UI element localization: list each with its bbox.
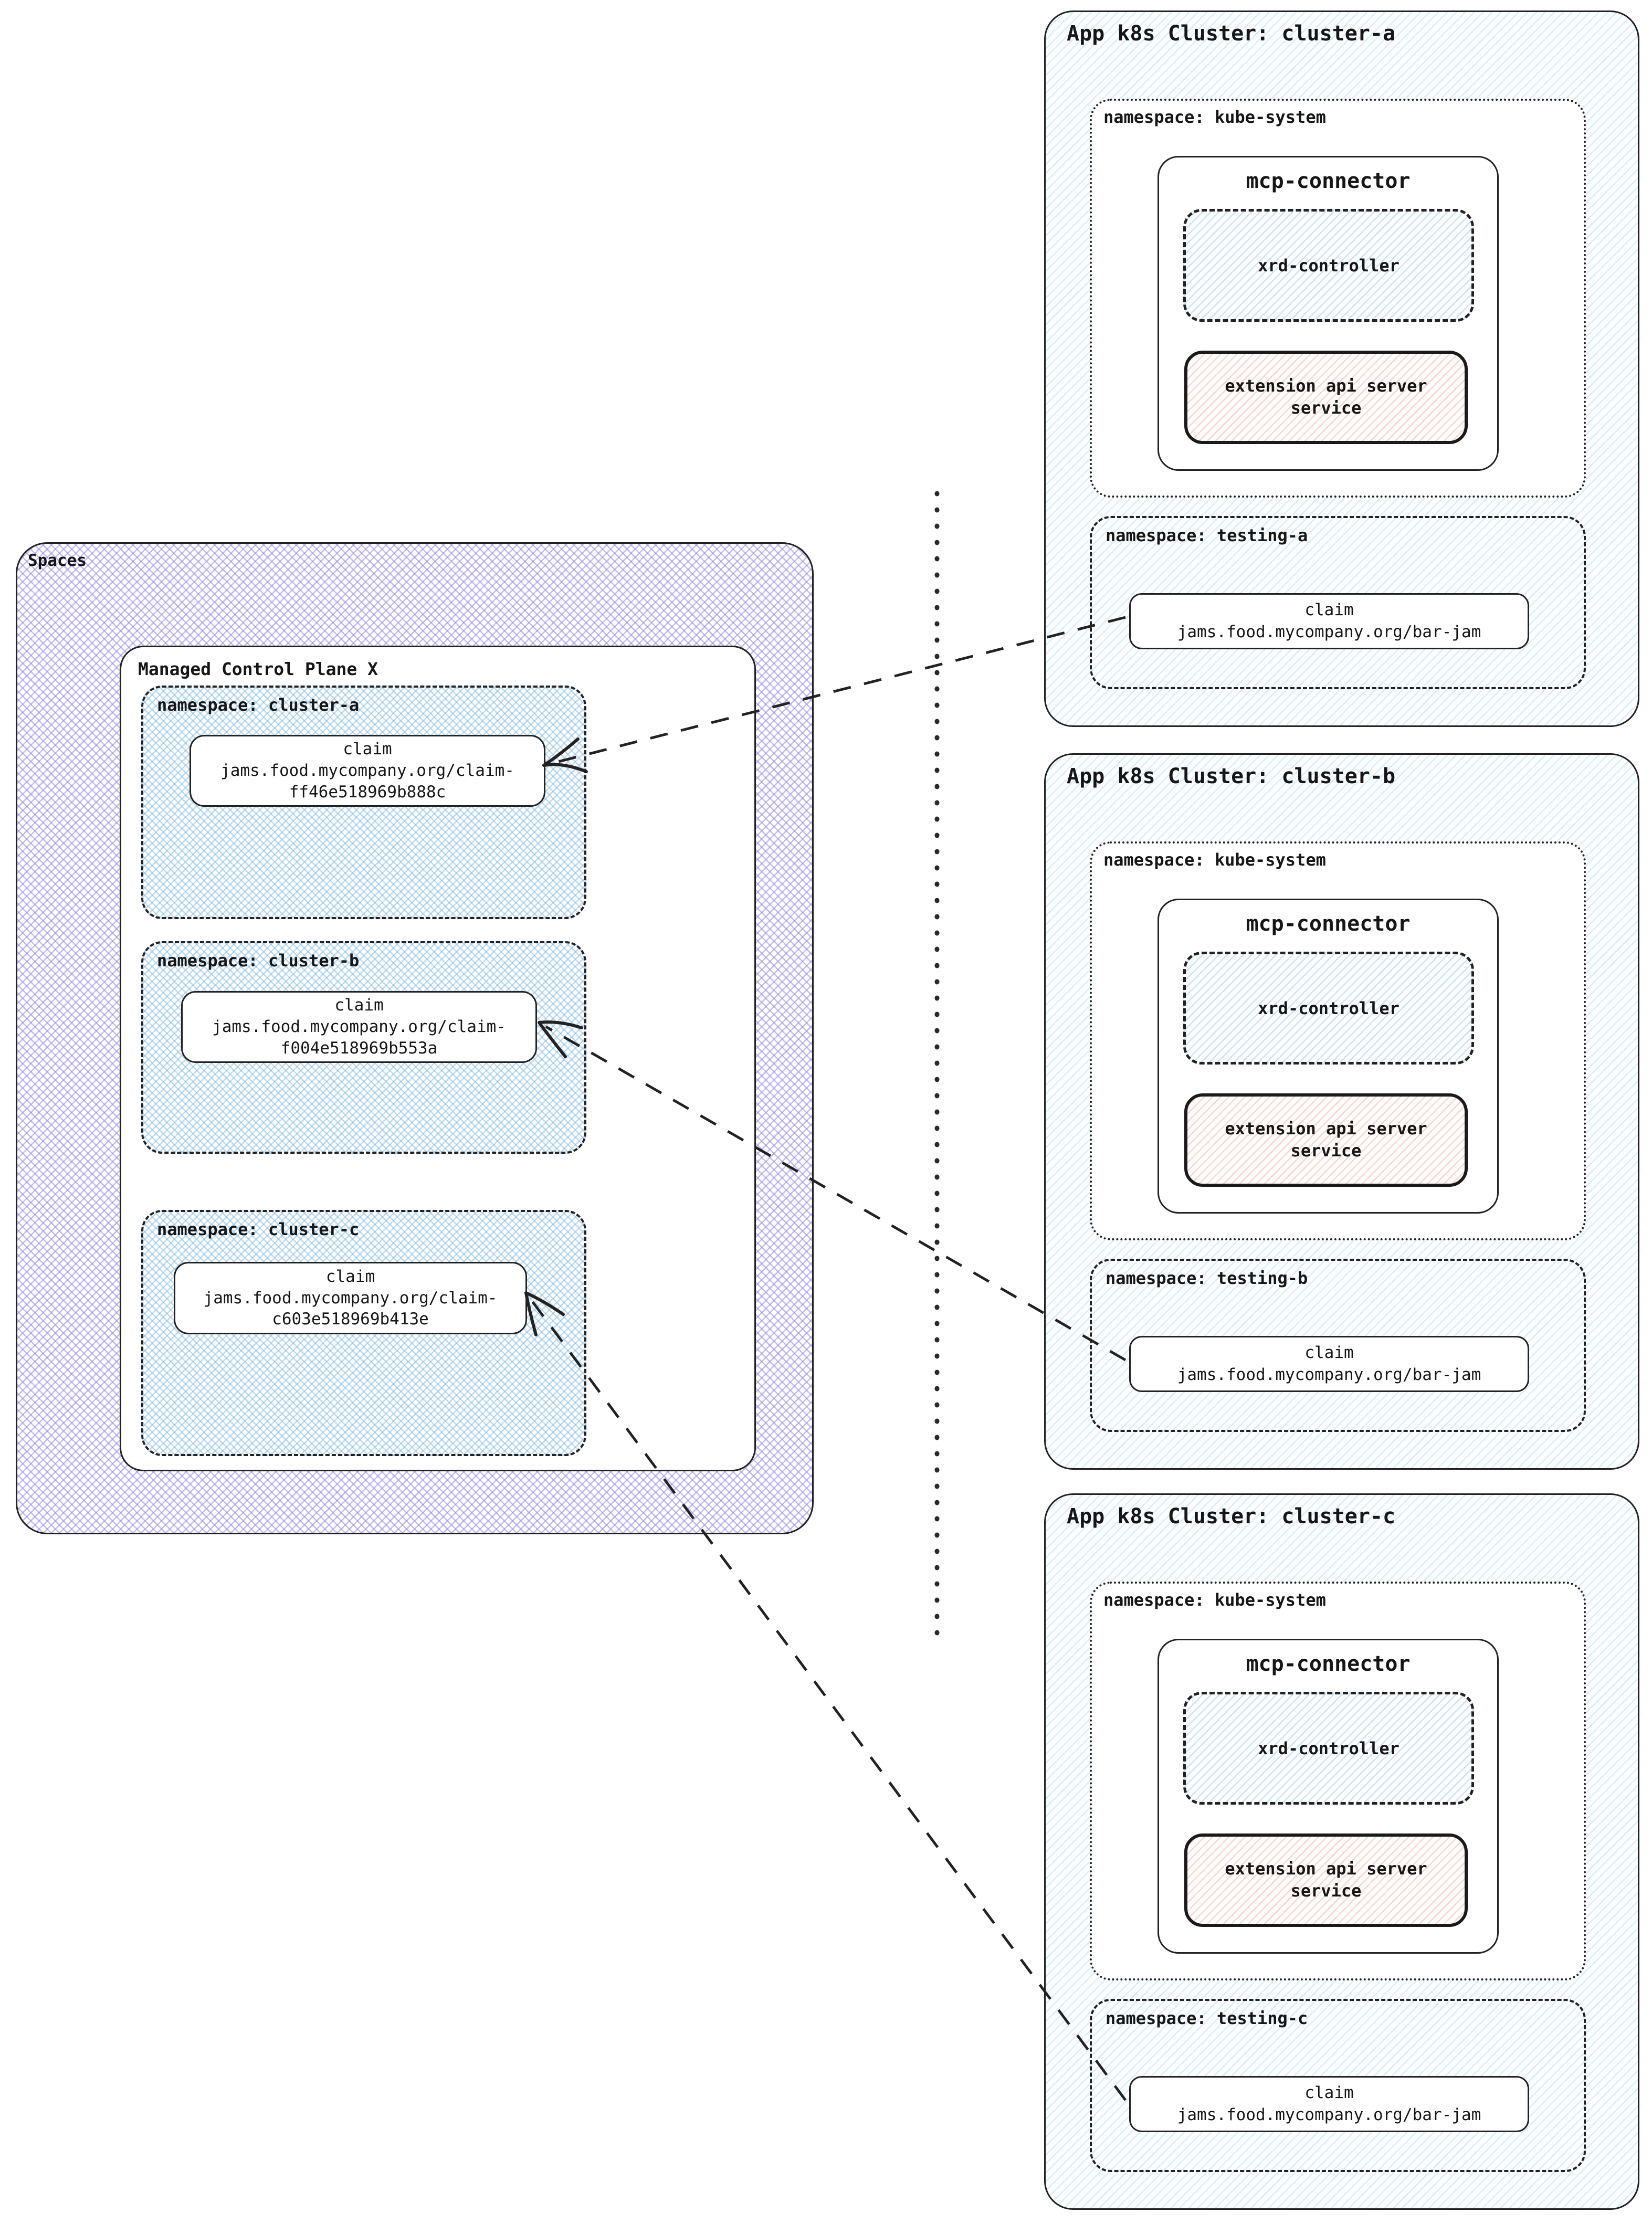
cluster-b-mcp-connector-title: mcp-connector [1246, 912, 1411, 936]
app-cluster-c-title: App k8s Cluster: cluster-c [1067, 1504, 1396, 1529]
cluster-b-testing-label: namespace: testing-b [1106, 1268, 1308, 1288]
cluster-a-testing-label: namespace: testing-a [1106, 525, 1308, 545]
claim-title: claim [325, 1267, 375, 1286]
cluster-c-claim-bar-jam-box: claim jams.food.mycompany.org/bar-jam [1129, 2076, 1529, 2132]
app-cluster-c-box: App k8s Cluster: cluster-c namespace: ku… [1044, 1493, 1639, 2210]
extension-api-label-line1: extension api server [1225, 1859, 1427, 1879]
cluster-a-xrd-controller-box: xrd-controller [1183, 209, 1474, 322]
cluster-a-claim-bar-jam-box: claim jams.food.mycompany.org/bar-jam [1129, 593, 1529, 649]
namespace-cluster-c-label: namespace: cluster-c [157, 1219, 360, 1239]
cluster-c-testing-namespace-box: namespace: testing-c claim jams.food.myc… [1090, 1999, 1586, 2172]
extension-api-label-line1: extension api server [1225, 1119, 1427, 1139]
namespace-cluster-a-label: namespace: cluster-a [157, 695, 360, 715]
managed-control-plane-box: Managed Control Plane X namespace: clust… [120, 646, 756, 1471]
claim-box-cluster-c: claim jams.food.mycompany.org/claim- c60… [174, 1262, 527, 1334]
cluster-a-mcp-connector-title: mcp-connector [1246, 169, 1411, 193]
extension-api-label-line1: extension api server [1225, 376, 1427, 396]
spaces-title: Spaces [28, 551, 87, 570]
claim-title: claim [334, 996, 384, 1015]
claim-title: claim [1304, 1343, 1354, 1362]
cluster-b-testing-namespace-box: namespace: testing-b claim jams.food.myc… [1090, 1259, 1586, 1432]
xrd-controller-label: xrd-controller [1258, 998, 1400, 1018]
app-cluster-a-title: App k8s Cluster: cluster-a [1067, 22, 1396, 46]
cluster-c-mcp-connector-title: mcp-connector [1246, 1652, 1411, 1676]
cluster-b-extension-api-server-box: extension api server service [1184, 1093, 1468, 1187]
namespace-cluster-b-label: namespace: cluster-b [157, 951, 360, 971]
cluster-c-kube-system-label: namespace: kube-system [1103, 1590, 1326, 1610]
claim-box-cluster-a: claim jams.food.mycompany.org/claim- ff4… [190, 735, 545, 807]
cluster-c-testing-label: namespace: testing-c [1106, 2008, 1308, 2028]
app-cluster-a-box: App k8s Cluster: cluster-a namespace: ku… [1044, 10, 1639, 727]
xrd-controller-label: xrd-controller [1258, 255, 1400, 276]
claim-title: claim [343, 740, 392, 759]
claim-name-line1: jams.food.mycompany.org/claim- [220, 761, 514, 781]
cluster-c-kube-system-box: namespace: kube-system mcp-connector xrd… [1090, 1582, 1586, 1980]
claim-name-line2: f004e518969b553a [280, 1038, 438, 1058]
cluster-c-extension-api-server-box: extension api server service [1184, 1833, 1468, 1927]
cluster-a-testing-namespace-box: namespace: testing-a claim jams.food.myc… [1090, 516, 1586, 689]
cluster-b-claim-bar-jam-box: claim jams.food.mycompany.org/bar-jam [1129, 1336, 1529, 1392]
cluster-a-kube-system-box: namespace: kube-system mcp-connector xrd… [1090, 99, 1586, 498]
cluster-b-kube-system-label: namespace: kube-system [1103, 850, 1326, 870]
namespace-cluster-a-box: namespace: cluster-a claim jams.food.myc… [141, 686, 586, 919]
cluster-b-kube-system-box: namespace: kube-system mcp-connector xrd… [1090, 841, 1586, 1240]
claim-name-line2: ff46e518969b888c [289, 782, 446, 802]
extension-api-label-line2: service [1290, 398, 1362, 418]
cluster-a-kube-system-label: namespace: kube-system [1103, 107, 1326, 127]
app-cluster-b-title: App k8s Cluster: cluster-b [1067, 764, 1396, 788]
claim-name: jams.food.mycompany.org/bar-jam [1177, 2105, 1481, 2124]
claim-name: jams.food.mycompany.org/bar-jam [1177, 622, 1481, 641]
claim-title: claim [1304, 2083, 1354, 2102]
managed-control-plane-title: Managed Control Plane X [138, 659, 378, 679]
claim-name-line1: jams.food.mycompany.org/claim- [203, 1288, 498, 1308]
claim-name-line2: c603e518969b413e [272, 1310, 429, 1329]
cluster-c-mcp-connector-box: mcp-connector xrd-controller extension a… [1158, 1639, 1499, 1954]
xrd-controller-label: xrd-controller [1258, 1738, 1400, 1758]
namespace-cluster-b-box: namespace: cluster-b claim jams.food.myc… [141, 941, 586, 1154]
cluster-b-xrd-controller-box: xrd-controller [1183, 952, 1474, 1065]
cluster-b-mcp-connector-box: mcp-connector xrd-controller extension a… [1158, 899, 1499, 1214]
claim-title: claim [1304, 600, 1354, 619]
spaces-box: Spaces Managed Control Plane X namespace… [16, 542, 814, 1534]
claim-name: jams.food.mycompany.org/bar-jam [1177, 1365, 1481, 1384]
namespace-cluster-c-box: namespace: cluster-c claim jams.food.myc… [141, 1210, 586, 1456]
cluster-a-extension-api-server-box: extension api server service [1184, 351, 1468, 444]
extension-api-label-line2: service [1290, 1141, 1362, 1161]
extension-api-label-line2: service [1290, 1881, 1362, 1901]
claim-name-line1: jams.food.mycompany.org/claim- [212, 1017, 506, 1037]
app-cluster-b-box: App k8s Cluster: cluster-b namespace: ku… [1044, 753, 1639, 1470]
claim-box-cluster-b: claim jams.food.mycompany.org/claim- f00… [181, 991, 537, 1063]
cluster-a-mcp-connector-box: mcp-connector xrd-controller extension a… [1158, 156, 1499, 471]
cluster-c-xrd-controller-box: xrd-controller [1183, 1692, 1474, 1805]
